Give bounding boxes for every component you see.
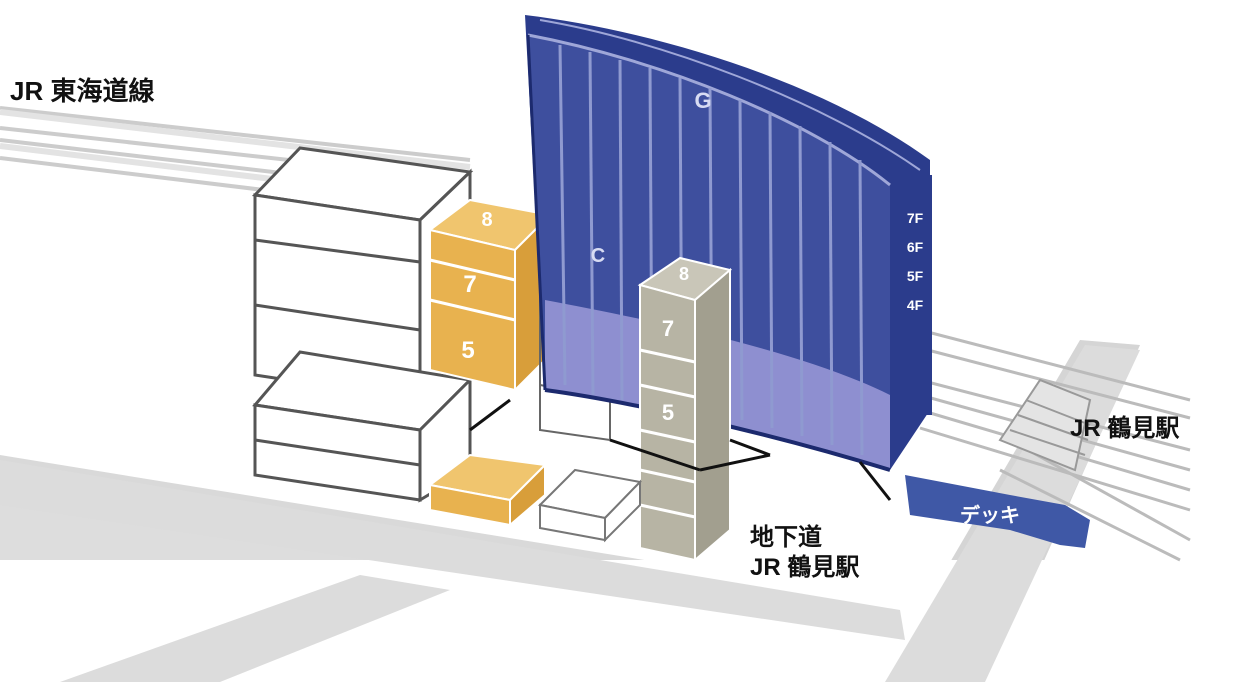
building-stone [640,258,730,560]
underground-label-1: 地下道 [750,523,822,551]
underground-label-2: JR 鶴見駅 [750,553,859,581]
side-floor-2: 6F [907,239,924,255]
station-right-label: JR 鶴見駅 [1070,414,1179,442]
gold-top-mark: 8 [481,209,492,231]
gray-low-mark: 5 [662,400,674,425]
gold-mid-mark: 7 [463,271,476,298]
side-floor-1: 7F [907,210,924,226]
gray-mid-mark: 7 [662,316,674,341]
building-gold [430,200,550,525]
glass-mid-mark: C [591,245,605,267]
gray-top-mark: 8 [679,264,689,284]
lower-boxes [540,470,640,540]
rail-left-label: JR 東海道線 [10,76,154,106]
tower-main-mark: G [694,88,711,113]
deck-label: デッキ [960,503,1020,527]
side-floor-3: 5F [907,268,924,284]
gold-low-mark: 5 [461,337,474,364]
side-floor-4: 4F [907,297,924,313]
